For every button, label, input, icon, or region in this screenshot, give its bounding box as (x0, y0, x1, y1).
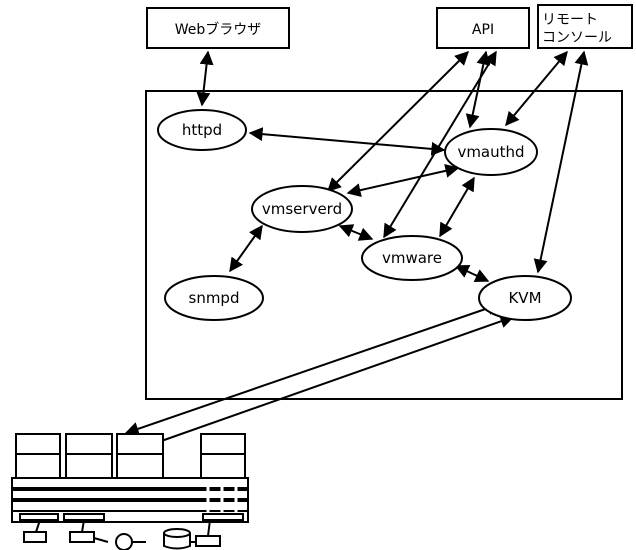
process-vmserverd: vmserverd (252, 186, 352, 232)
process-kvm: KVM (479, 276, 571, 320)
arrow-vmauthd-vmware (440, 178, 474, 236)
vmauthd-label: vmauthd (457, 143, 524, 161)
process-vmauthd: vmauthd (445, 129, 537, 175)
remote-console-box: リモート コンソール (538, 5, 632, 48)
process-snmpd: snmpd (165, 276, 263, 320)
kvm-label: KVM (508, 289, 541, 307)
vmware-label: vmware (382, 249, 442, 267)
vmserverd-label: vmserverd (262, 200, 342, 218)
snmpd-label: snmpd (189, 289, 240, 307)
process-httpd: httpd (158, 110, 246, 150)
remote-console-label-line2: コンソール (542, 30, 612, 46)
api-label: API (472, 22, 494, 38)
web-browser-label: Webブラウザ (175, 21, 262, 38)
arrow-console-vmauthd (506, 52, 567, 125)
api-box: API (437, 8, 529, 48)
arrow-console-kvm (538, 52, 584, 272)
arrow-kvm-hardware-2 (150, 317, 513, 445)
arrow-vmserverd-vmauthd (348, 168, 458, 193)
web-browser-box: Webブラウザ (147, 8, 289, 48)
httpd-label: httpd (182, 121, 222, 139)
arrow-vmserverd-snmpd (230, 226, 262, 271)
server-hardware-icon (12, 434, 248, 550)
arrow-vmware-kvm (456, 266, 488, 281)
arrow-vmserverd-vmware (340, 226, 372, 239)
arrow-httpd-vmauthd (250, 133, 444, 150)
arrow-kvm-hardware-1 (126, 304, 500, 433)
remote-console-label-line1: リモート (542, 12, 598, 28)
process-vmware: vmware (362, 236, 462, 280)
arrow-browser-httpd (202, 52, 208, 105)
